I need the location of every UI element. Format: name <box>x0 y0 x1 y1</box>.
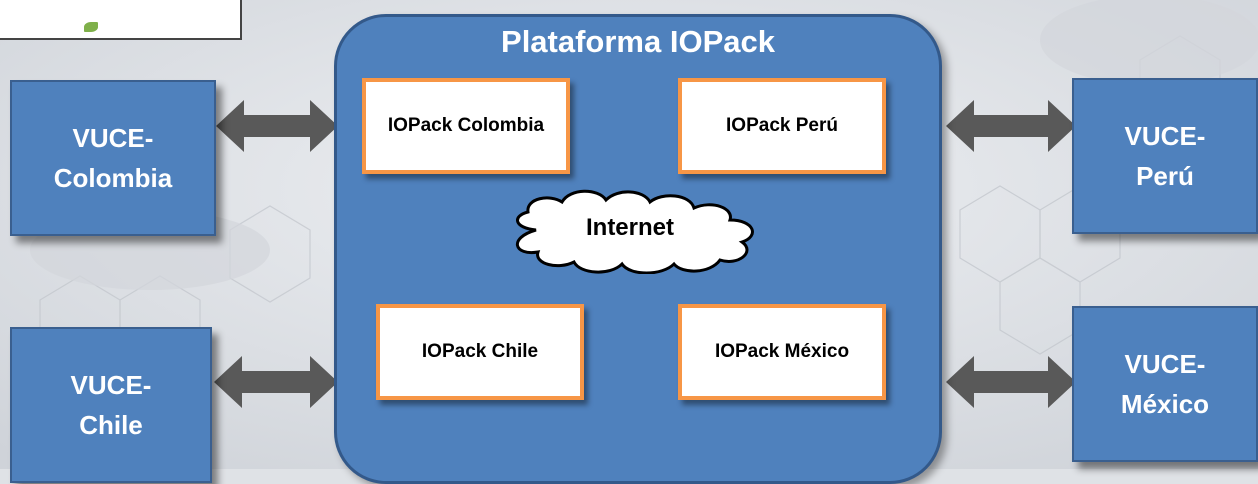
iopack-mexico-node: IOPack México <box>678 304 886 400</box>
vuce-colombia-label: VUCE- Colombia <box>53 123 173 193</box>
vuce-colombia-box: VUCE- Colombia <box>10 80 216 236</box>
vuce-peru-box: VUCE- Perú <box>1072 78 1258 234</box>
arrow-mexico <box>946 356 1076 408</box>
vuce-chile-label: VUCE- Chile <box>70 370 152 440</box>
internet-cloud-icon <box>515 189 754 274</box>
arrow-colombia <box>216 100 338 152</box>
iopack-mexico-label: IOPack México <box>714 341 850 362</box>
iopack-colombia-node: IOPack Colombia <box>362 78 570 174</box>
leaf-icon <box>84 22 98 32</box>
platform-title: Plataforma IOPack <box>501 24 775 59</box>
vuce-chile-box: VUCE- Chile <box>10 327 212 483</box>
iopack-colombia-label: IOPack Colombia <box>387 115 545 136</box>
arrow-peru <box>946 100 1076 152</box>
iopack-chile-label: IOPack Chile <box>421 341 539 362</box>
iopack-chile-node: IOPack Chile <box>376 304 584 400</box>
arrow-chile <box>214 356 338 408</box>
vuce-peru-label: VUCE- Perú <box>1124 121 1206 191</box>
vuce-mexico-label: VUCE- México <box>1120 349 1210 419</box>
internet-label: Internet <box>585 214 674 241</box>
iopack-peru-node: IOPack Perú <box>678 78 886 174</box>
logo-box <box>0 0 242 40</box>
vuce-mexico-box: VUCE- México <box>1072 306 1258 462</box>
iopack-peru-label: IOPack Perú <box>726 115 838 136</box>
